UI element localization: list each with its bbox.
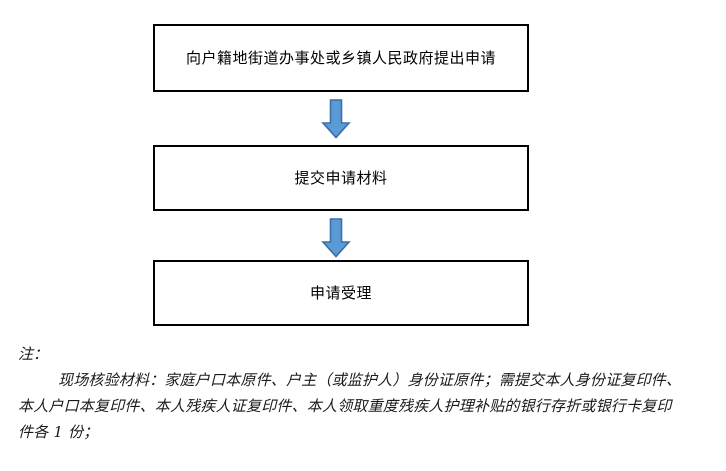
flow-step-label-2: 提交申请材料	[294, 169, 388, 187]
notes-line-3: 件各 1 份；	[18, 423, 99, 441]
notes-title: 注：	[18, 345, 49, 363]
down-arrow-icon	[321, 218, 351, 258]
flow-step-box-2: 提交申请材料	[153, 145, 529, 211]
flow-step-box-1: 向户籍地街道办事处或乡镇人民政府提出申请	[153, 24, 529, 92]
notes-line-1: 现场核验材料：家庭户口本原件、户主（或监护人）身份证原件；需提交本人身份证复印件…	[58, 371, 682, 389]
notes-body: 现场核验材料：家庭户口本原件、户主（或监护人）身份证原件；需提交本人身份证复印件…	[18, 367, 718, 445]
down-arrow-icon	[321, 99, 351, 139]
flow-step-label-3: 申请受理	[309, 284, 372, 302]
notes-line-2: 本人户口本复印件、本人残疾人证复印件、本人领取重度残疾人护理补贴的银行存折或银行…	[18, 397, 672, 415]
notes-section: 注： 现场核验材料：家庭户口本原件、户主（或监护人）身份证原件；需提交本人身份证…	[18, 341, 718, 445]
flow-step-box-3: 申请受理	[153, 260, 529, 326]
flow-step-label-1: 向户籍地街道办事处或乡镇人民政府提出申请	[185, 49, 496, 67]
